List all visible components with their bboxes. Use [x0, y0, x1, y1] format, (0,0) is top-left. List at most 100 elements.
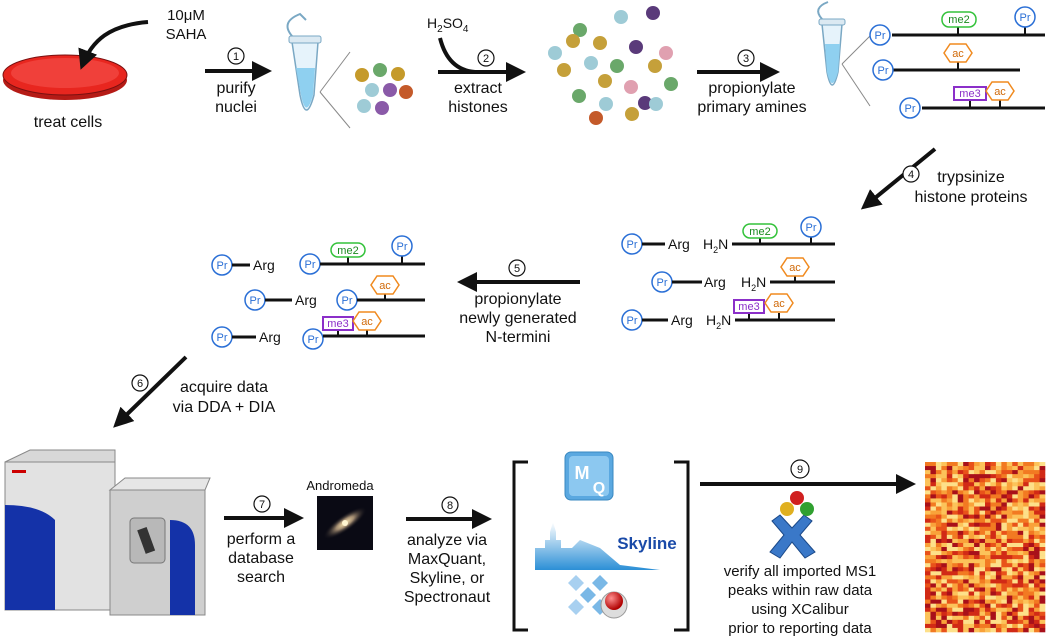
heatmap-cell [941, 482, 948, 487]
heatmap-cell [990, 579, 997, 584]
heatmap-cell [941, 510, 948, 515]
heatmap-cell [957, 498, 964, 503]
heatmap-cell [990, 615, 997, 621]
heatmap-cell [1012, 470, 1019, 475]
step9-label-line4: prior to reporting data [728, 620, 872, 637]
heatmap-cell [979, 462, 986, 467]
heatmap-cell [946, 502, 953, 507]
heatmap-cell [1034, 510, 1040, 515]
heatmap-cell [968, 563, 975, 568]
heatmap-cell [925, 627, 931, 633]
heatmap-cell [995, 482, 1002, 487]
svg-text:ac: ac [789, 262, 801, 274]
heatmap-cell [1023, 591, 1029, 596]
heatmap-cell [1023, 587, 1029, 592]
heatmap-cell [1039, 583, 1046, 588]
svg-text:Pr: Pr [308, 334, 319, 346]
heatmap-cell [979, 607, 986, 613]
heatmap-cell [1034, 466, 1040, 471]
heatmap-cell [925, 571, 931, 576]
heatmap-cell [1001, 510, 1008, 515]
heatmap-cell [1012, 547, 1019, 552]
heatmap-cell [985, 498, 991, 503]
heatmap-cell [957, 603, 964, 609]
heatmap-cell [925, 563, 931, 568]
heatmap-cell [1028, 466, 1035, 471]
heatmap-cell [974, 470, 980, 475]
heatmap-cell [952, 498, 959, 503]
heatmap-cell [1034, 498, 1040, 503]
heatmap-cell [1012, 623, 1019, 629]
svg-text:4: 4 [908, 169, 914, 181]
heatmap-cell [1017, 579, 1024, 584]
heatmap-cell [1012, 603, 1019, 609]
heatmap-cell [930, 555, 937, 560]
heatmap-cell [963, 470, 969, 475]
heatmap-cell [1001, 555, 1008, 560]
heatmap-cell [990, 474, 997, 479]
heatmap-cell [974, 583, 980, 588]
heatmap-cell [925, 623, 931, 629]
heatmap-cell [979, 571, 986, 576]
heatmap-cell [1017, 510, 1024, 515]
heatmap-cell [1028, 498, 1035, 503]
heatmap-cell [1001, 514, 1008, 519]
heatmap-cell [1028, 615, 1035, 621]
mass-spectrometer-icon [4, 449, 211, 616]
heatmap-cell [985, 595, 991, 600]
svg-text:Pr: Pr [627, 239, 638, 251]
heatmap-cell [968, 522, 975, 528]
heatmap-cell [1028, 474, 1035, 479]
heatmap-cell [995, 494, 1002, 499]
heatmap-cell [979, 534, 986, 540]
heatmap-cell [1006, 494, 1013, 499]
heatmap-cell [930, 478, 937, 483]
heatmap-cell [979, 555, 986, 560]
heatmap-cell [974, 611, 980, 617]
heatmap-cell [1017, 494, 1024, 499]
heatmap-cell [963, 587, 969, 592]
heatmap-cell [1012, 462, 1019, 467]
treatment-arrow [78, 20, 149, 70]
heatmap-cell [1017, 462, 1024, 467]
svg-text:Arg: Arg [253, 257, 275, 273]
heatmap-cell [935, 498, 942, 503]
step1-number-badge: 1 [227, 47, 245, 65]
heatmap-cell [1001, 506, 1008, 511]
heatmap-cell [985, 482, 991, 487]
heatmap-cell [968, 478, 975, 483]
heatmap-cell [963, 530, 969, 536]
heatmap-cell [1028, 587, 1035, 592]
heatmap-cell [941, 530, 948, 536]
heatmap-cell [1034, 474, 1040, 479]
heatmap-cell [979, 478, 986, 483]
heatmap-cell [1023, 623, 1029, 629]
heatmap-cell [1039, 502, 1046, 507]
step4-label-line1: trypsinize [937, 169, 1005, 186]
svg-text:9: 9 [797, 464, 803, 476]
xcalibur-logo [769, 491, 816, 559]
heatmap-cell [979, 559, 986, 564]
heatmap-cell [1006, 530, 1013, 536]
svg-text:1: 1 [233, 51, 239, 63]
heatmap-cell [974, 575, 980, 580]
heatmap-cell [935, 534, 942, 540]
heatmap-cell [952, 607, 959, 613]
heatmap-cell [1001, 551, 1008, 556]
heatmap-cell [952, 478, 959, 483]
heatmap-cell [946, 542, 953, 548]
heatmap-cell [990, 498, 997, 503]
heatmap-cell [930, 526, 937, 532]
heatmap-cell [941, 514, 948, 519]
heatmap-cell [968, 482, 975, 487]
step8-label-line3: Skyline, or [410, 570, 485, 587]
heatmap-cell [974, 490, 980, 495]
heatmap-cell [968, 514, 975, 519]
heatmap-cell [935, 538, 942, 544]
heatmap-cell [1001, 474, 1008, 479]
heatmap-cell [1006, 522, 1013, 528]
heatmap-cell [1028, 547, 1035, 552]
heatmap-cell [1028, 462, 1035, 467]
heatmap-cell [1006, 486, 1013, 491]
heatmap-cell [941, 587, 948, 592]
